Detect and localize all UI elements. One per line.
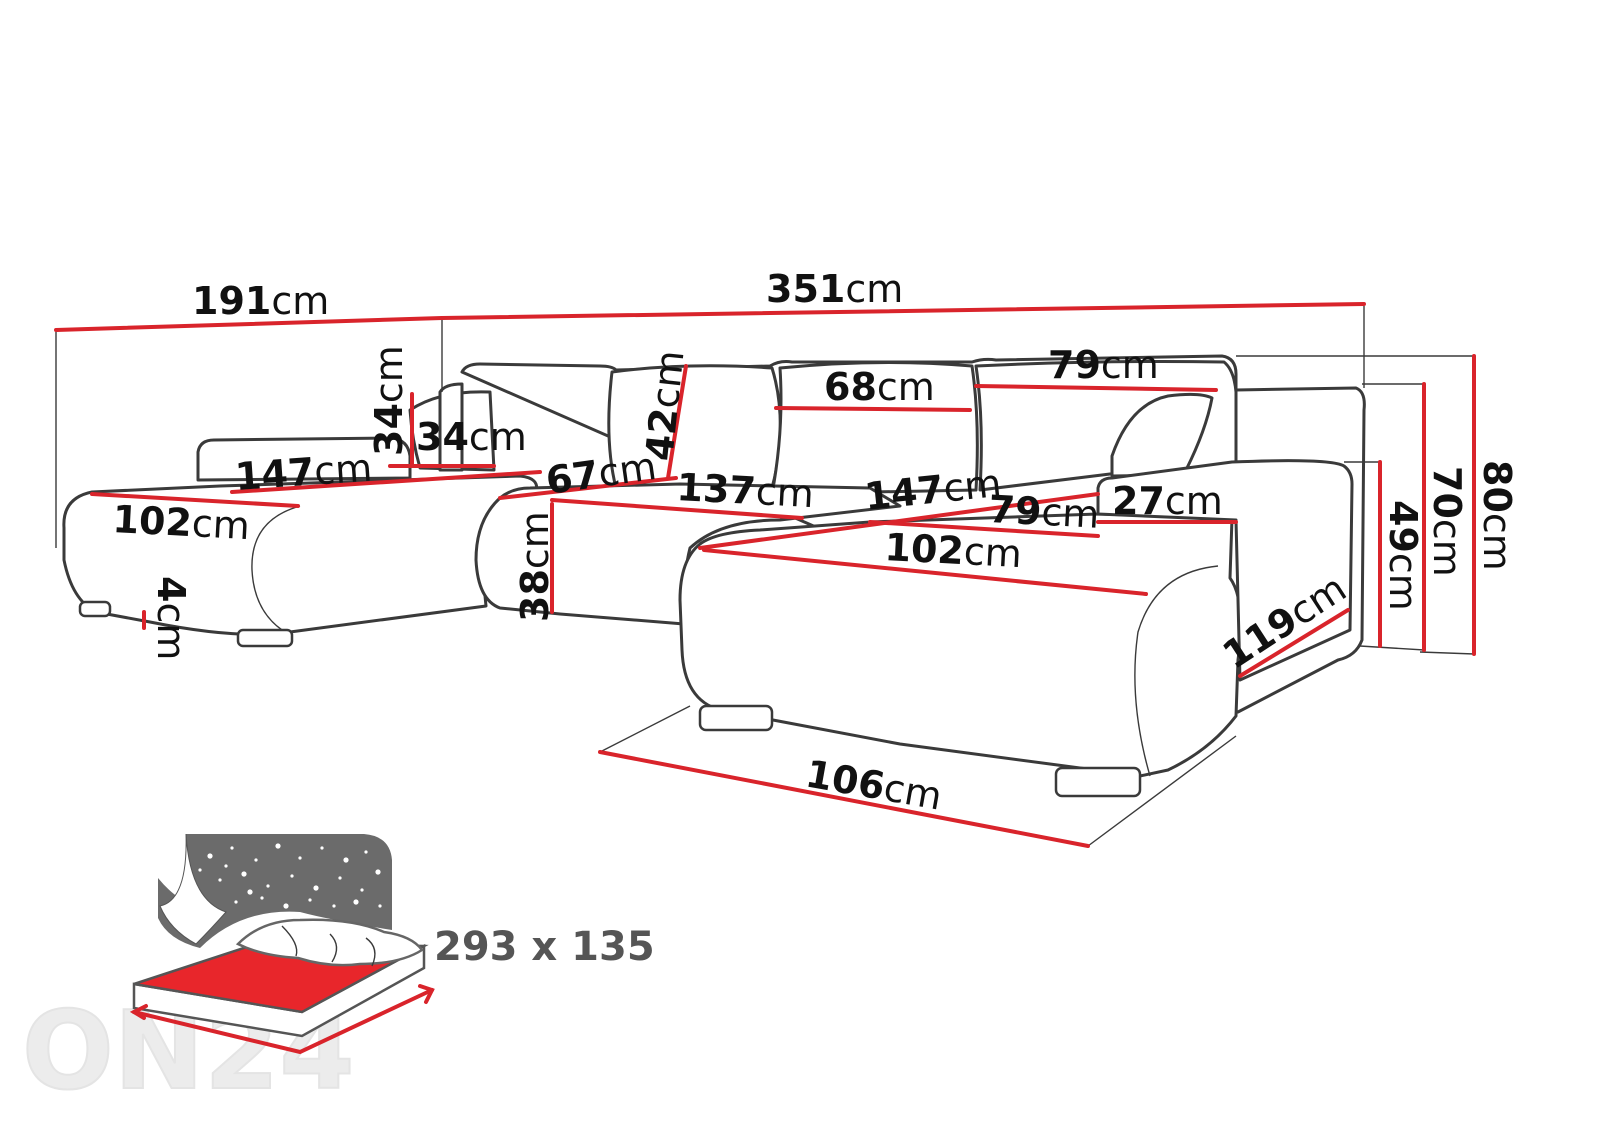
star-icon: [234, 900, 238, 904]
label-79-top: 79cm: [1048, 343, 1159, 387]
back-cushion-middle: [770, 360, 979, 496]
star-icon: [360, 888, 364, 892]
dimline-42: [666, 364, 688, 480]
star-icon: [218, 878, 222, 882]
label-191: 191cm: [192, 279, 329, 323]
foot-3: [698, 704, 774, 732]
right-chaise: [678, 512, 1243, 778]
star-icon: [230, 846, 234, 850]
pillow-icon: [235, 918, 424, 967]
dimline-147-left: [230, 470, 542, 494]
dimline-102-right: [702, 548, 1148, 596]
star-icon: [320, 846, 324, 850]
star-icon: [290, 874, 294, 878]
arrow-head-icon: [418, 984, 435, 1004]
star-icon: [260, 896, 264, 900]
star-icon: [364, 850, 368, 854]
bed-icon: 293 x 135: [129, 833, 655, 1055]
label-147-left: 147cm: [234, 446, 374, 499]
foot-1: [78, 600, 112, 618]
label-68: 68cm: [824, 365, 935, 409]
dimline-67: [498, 476, 678, 500]
dimline-137: [550, 498, 804, 520]
star-icon: [247, 889, 253, 895]
label-79-seat: 79cm: [988, 487, 1101, 537]
star-icon: [241, 871, 247, 877]
label-70: 70cm: [1425, 466, 1469, 577]
bed-size-label: 293 x 135: [434, 924, 655, 970]
label-42: 42cm: [637, 348, 692, 463]
sofa-drawing: [62, 354, 1366, 798]
arrow-tail-icon: [129, 1004, 148, 1020]
label-351: 351cm: [766, 267, 903, 311]
star-icon: [338, 876, 342, 880]
label-34-width: 34cm: [416, 415, 527, 459]
label-27: 27cm: [1112, 479, 1223, 523]
dimline-68: [774, 406, 972, 412]
star-icon: [207, 853, 213, 859]
dimension-labels: 191cm 351cm 34cm 34cm 147cm 102cm 4cm 67…: [112, 267, 1519, 819]
dimline-102-left: [90, 492, 300, 508]
star-icon: [266, 884, 270, 888]
label-106: 106cm: [802, 752, 945, 819]
left-armrest-block: [196, 436, 412, 482]
dimline-79-seat: [868, 520, 1100, 538]
star-icon: [378, 904, 382, 908]
label-147-right: 147cm: [862, 461, 1003, 519]
star-icon: [308, 898, 312, 902]
star-icon: [167, 909, 173, 915]
star-icon: [353, 899, 359, 905]
star-icon: [275, 843, 281, 849]
moon-curve-icon: [159, 833, 227, 945]
dimline-191: [54, 316, 444, 332]
star-icon: [198, 868, 202, 872]
label-102-left: 102cm: [112, 497, 251, 548]
label-4: 4cm: [149, 576, 193, 660]
star-icon: [375, 869, 381, 875]
foot-2: [236, 628, 294, 648]
right-armrest: [1096, 459, 1354, 682]
star-icon: [313, 885, 319, 891]
dimline-119: [1238, 608, 1350, 678]
star-icon: [182, 922, 186, 926]
star-icon: [224, 864, 228, 868]
dimline-147-right: [698, 492, 1100, 550]
label-137: 137cm: [676, 465, 815, 516]
left-chaise-front-curve: [251, 505, 301, 631]
pillow-fold-lines: [281, 925, 376, 967]
foot-4: [1054, 766, 1142, 798]
label-38: 38cm: [513, 511, 557, 622]
bed-size-arrow: [132, 988, 434, 1055]
star-icon: [298, 856, 302, 860]
dimline-106: [598, 750, 1090, 848]
right-chaise-front-curve: [1134, 565, 1219, 777]
star-icon: [254, 858, 258, 862]
dimline-79-top: [974, 384, 1218, 392]
star-icon: [283, 903, 289, 909]
dimension-lines: [54, 302, 1476, 848]
label-80: 80cm: [1475, 460, 1519, 571]
label-34-height: 34cm: [367, 345, 411, 456]
label-67: 67cm: [543, 444, 659, 503]
star-icon: [343, 857, 349, 863]
stars-icon: [167, 843, 382, 926]
star-icon: [332, 904, 336, 908]
dimline-351: [440, 302, 1366, 320]
label-49: 49cm: [1381, 500, 1425, 611]
label-102-right: 102cm: [884, 525, 1023, 576]
